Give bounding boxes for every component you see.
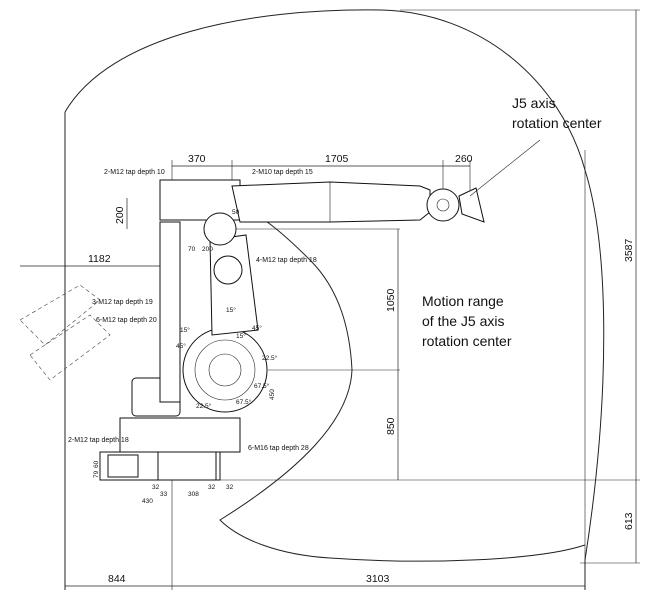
j1-housing (119, 417, 241, 453)
lower-arm (159, 221, 181, 403)
note-tap-3: 4-M12 tap depth 18 (256, 257, 317, 264)
j2-disc-inner (194, 339, 256, 401)
angle-4: 22.5° (262, 354, 278, 362)
dim-50-text: 50 (232, 209, 240, 216)
note-tap-2: 2-M10 tap depth 15 (252, 169, 313, 176)
dim-60-text: 60 (93, 460, 100, 468)
angle-6: 45° (176, 342, 186, 350)
angle-9: 67.5° (236, 398, 252, 406)
base-right-block (157, 447, 217, 481)
j5-leader (469, 139, 541, 197)
dim-1182-text: 1182 (88, 253, 111, 265)
dim-1050-text: 1050 (385, 288, 397, 312)
note-tap-7: 6-M16 tap depth 28 (248, 445, 309, 452)
dim-3587-text: 3587 (623, 238, 635, 262)
motion-label-line-1: Motion range (422, 293, 504, 309)
note-tap-4: 3-M12 tap depth 19 (92, 299, 153, 306)
dim-32c-text: 32 (226, 484, 234, 491)
dim-613-text: 613 (623, 512, 635, 530)
dim-450-text: 450 (269, 389, 276, 400)
j3-housing (159, 179, 241, 221)
j3-joint (203, 212, 237, 246)
note-tap-6: 2-M12 tap depth 18 (68, 437, 129, 444)
j2-disc (182, 327, 268, 413)
dim-308-text: 308 (188, 491, 199, 498)
end-flange (458, 187, 485, 223)
angle-1: 15° (226, 306, 236, 314)
angle-2: 45° (252, 324, 262, 332)
dim-33-text: 33 (160, 491, 168, 498)
upper-arm (231, 181, 431, 223)
dim-79-text: 79 (93, 470, 100, 478)
ghost-arm (19, 284, 111, 381)
link-arm (209, 234, 259, 336)
angle-3: 15° (236, 332, 246, 340)
link-joint (213, 255, 243, 285)
motion-label-line-2: of the J5 axis (422, 313, 505, 329)
motion-label-line-3: rotation center (422, 333, 512, 349)
dim-1705-text: 1705 (325, 153, 349, 165)
note-tap-1: 2-M12 tap depth 10 (104, 169, 165, 176)
dim-200b-text: 200 (202, 246, 213, 253)
dim-70-text: 70 (188, 246, 196, 253)
dim-260-text: 260 (455, 153, 473, 165)
base-left-block (107, 454, 139, 478)
dim-3103-text: 3103 (366, 573, 390, 585)
robot-body (19, 179, 485, 481)
j5-label-line-1: J5 axis (512, 95, 556, 111)
j5-wrist-center (436, 198, 450, 212)
dim-430-text: 430 (142, 498, 153, 505)
angle-5: 67.5° (254, 382, 270, 390)
dim-850-text: 850 (385, 417, 397, 435)
note-tap-5: 6-M12 tap depth 20 (96, 317, 157, 324)
angle-8: 15° (180, 326, 190, 334)
angle-7: 22.5° (196, 402, 212, 410)
j5-wrist (426, 188, 460, 222)
j2-disc-core (208, 353, 242, 387)
dim-200-text: 200 (114, 206, 126, 224)
dim-370-text: 370 (188, 153, 206, 165)
dim-844-text: 844 (108, 573, 126, 585)
j5-label-line-2: rotation center (512, 115, 602, 131)
dim-32a-text: 32 (152, 484, 160, 491)
dim-32b-text: 32 (208, 484, 216, 491)
